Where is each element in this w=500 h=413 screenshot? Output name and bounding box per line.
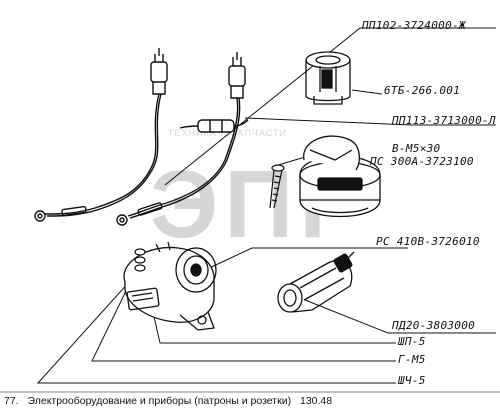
right-plug: [228, 52, 246, 99]
leader-pp113: [244, 117, 496, 126]
lamp-holder-pd20: [277, 251, 355, 313]
right-ring-terminal: [116, 214, 128, 226]
caption-title: Электрооборудование и приборы (патроны и…: [27, 395, 292, 407]
label-shch5: ШЧ-5: [398, 374, 426, 387]
lockwasher-shch5: [134, 264, 146, 272]
caption-number: 77.: [4, 395, 19, 407]
label-pp102: ПП102-3724000-Ж: [362, 19, 466, 32]
hardware-stack: [134, 248, 146, 272]
left-plug: [150, 48, 168, 95]
wire-harness: [34, 48, 249, 226]
caption-code: 130.48: [300, 395, 333, 407]
label-pp113: ПП113-3713000-Л: [392, 114, 496, 127]
label-rs410: РС 410В-3726010: [376, 235, 480, 248]
watermark-text: ТЕХНИКА И ЗАПЧАСТИ: [168, 128, 287, 138]
leader-pd20: [304, 299, 496, 334]
socket-ps300a: [299, 135, 381, 218]
label-pd20: ПД20-3803000: [392, 319, 476, 332]
left-ring-terminal: [34, 210, 46, 222]
nut-gm5: [134, 256, 146, 264]
label-ps300: ПС 300А-3723100: [370, 155, 474, 168]
label-btb266: 6ТБ-266.001: [384, 84, 461, 97]
label-shp5: ШП-5: [398, 335, 426, 348]
right-cable: [127, 97, 239, 217]
figure-caption: 77. Электрооборудование и приборы (патро…: [4, 395, 338, 407]
socket-6tb: [305, 51, 351, 105]
leader-rs410: [204, 247, 408, 271]
label-bolt: В-М5×30: [392, 142, 441, 155]
leader-shch5: [36, 269, 396, 384]
washer-shp5: [134, 248, 146, 256]
leader-gm5: [91, 261, 396, 362]
inline-connector: [197, 119, 235, 133]
socket-rs410v: [123, 241, 217, 331]
bolt-m5x30: [269, 164, 285, 209]
label-gm5: Г-М5: [398, 353, 426, 366]
leader-btb266: [351, 89, 383, 95]
left-cable: [44, 93, 160, 215]
